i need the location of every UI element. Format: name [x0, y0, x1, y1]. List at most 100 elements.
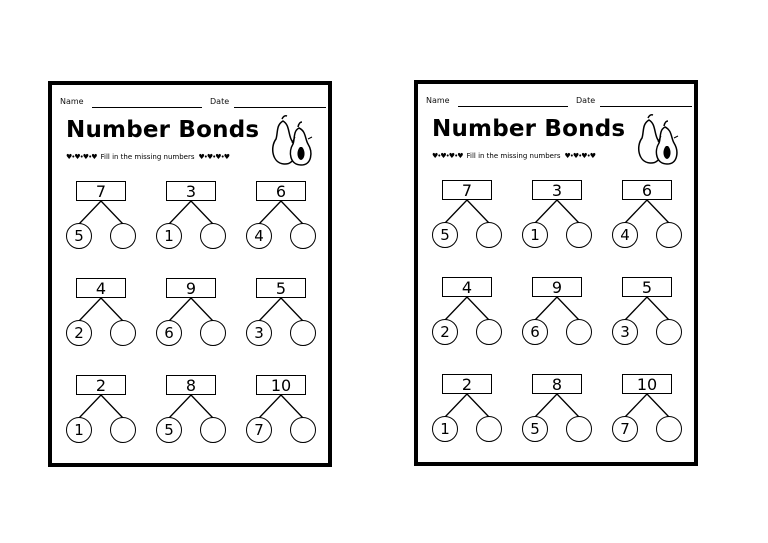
- part-circle-blank[interactable]: [656, 319, 682, 345]
- number-bond: 7 5: [432, 180, 502, 252]
- part-circle-given: 3: [246, 320, 272, 346]
- heart-border-right: ♥•♥•♥•♥: [564, 152, 595, 160]
- part-circle-given: 1: [522, 222, 548, 248]
- name-date-row: Name Date: [60, 95, 326, 109]
- number-bond: 8 5: [156, 375, 226, 447]
- instruction-row: ♥•♥•♥•♥ Fill in the missing numbers ♥•♥•…: [432, 150, 596, 162]
- part-circle-blank[interactable]: [110, 320, 136, 346]
- bond-connector-lines: [78, 297, 124, 322]
- part-circle-given: 7: [246, 417, 272, 443]
- part-circle-blank[interactable]: [656, 416, 682, 442]
- part-circle-given: 6: [156, 320, 182, 346]
- whole-number-box: 8: [166, 375, 216, 395]
- bond-connector-lines: [78, 394, 124, 419]
- whole-number-box: 8: [532, 374, 582, 394]
- whole-number-box: 6: [256, 181, 306, 201]
- worksheet-title: Number Bonds: [432, 116, 626, 142]
- part-circle-blank[interactable]: [110, 223, 136, 249]
- part-circle-blank[interactable]: [566, 416, 592, 442]
- number-bond: 9 6: [156, 278, 226, 350]
- number-bond: 5 3: [246, 278, 316, 350]
- date-label: Date: [576, 96, 596, 105]
- name-field[interactable]: [458, 106, 568, 107]
- date-label: Date: [210, 97, 230, 106]
- part-circle-given: 5: [522, 416, 548, 442]
- number-bond: 10 7: [612, 374, 682, 446]
- whole-number-box: 7: [76, 181, 126, 201]
- number-bond: 7 5: [66, 181, 136, 253]
- part-circle-given: 3: [612, 319, 638, 345]
- part-circle-blank[interactable]: [110, 417, 136, 443]
- number-bond: 4 2: [66, 278, 136, 350]
- pear-icon: [268, 113, 314, 167]
- pear-icon: [634, 112, 680, 166]
- number-bond: 2 1: [432, 374, 502, 446]
- number-bond: 6 4: [246, 181, 316, 253]
- part-circle-given: 5: [156, 417, 182, 443]
- bond-connector-lines: [168, 297, 214, 322]
- whole-number-box: 3: [532, 180, 582, 200]
- whole-number-box: 7: [442, 180, 492, 200]
- part-circle-given: 6: [522, 319, 548, 345]
- part-circle-blank[interactable]: [200, 320, 226, 346]
- number-bond: 10 7: [246, 375, 316, 447]
- whole-number-box: 4: [442, 277, 492, 297]
- bond-connector-lines: [444, 199, 490, 224]
- worksheet-title: Number Bonds: [66, 117, 260, 143]
- bond-connector-lines: [534, 199, 580, 224]
- part-circle-given: 4: [246, 223, 272, 249]
- number-bond: 9 6: [522, 277, 592, 349]
- part-circle-given: 2: [432, 319, 458, 345]
- part-circle-blank[interactable]: [200, 417, 226, 443]
- whole-number-box: 3: [166, 181, 216, 201]
- heart-border-left: ♥•♥•♥•♥: [66, 153, 97, 161]
- part-circle-blank[interactable]: [200, 223, 226, 249]
- bond-connector-lines: [258, 297, 304, 322]
- part-circle-blank[interactable]: [290, 223, 316, 249]
- part-circle-given: 1: [66, 417, 92, 443]
- instruction-text: Fill in the missing numbers: [100, 153, 195, 161]
- number-bond: 3 1: [522, 180, 592, 252]
- part-circle-blank[interactable]: [290, 320, 316, 346]
- whole-number-box: 10: [622, 374, 672, 394]
- number-bond: 5 3: [612, 277, 682, 349]
- part-circle-blank[interactable]: [290, 417, 316, 443]
- number-bond: 3 1: [156, 181, 226, 253]
- whole-number-box: 5: [622, 277, 672, 297]
- bond-connector-lines: [534, 393, 580, 418]
- part-circle-given: 4: [612, 222, 638, 248]
- part-circle-blank[interactable]: [476, 222, 502, 248]
- bond-connector-lines: [624, 296, 670, 321]
- part-circle-blank[interactable]: [476, 319, 502, 345]
- bond-connector-lines: [258, 394, 304, 419]
- part-circle-blank[interactable]: [656, 222, 682, 248]
- part-circle-given: 1: [156, 223, 182, 249]
- date-field[interactable]: [234, 107, 326, 108]
- bond-connector-lines: [258, 200, 304, 225]
- heart-border-left: ♥•♥•♥•♥: [432, 152, 463, 160]
- name-label: Name: [60, 97, 84, 106]
- bond-connector-lines: [444, 296, 490, 321]
- part-circle-given: 2: [66, 320, 92, 346]
- name-label: Name: [426, 96, 450, 105]
- number-bond: 4 2: [432, 277, 502, 349]
- part-circle-blank[interactable]: [566, 319, 592, 345]
- worksheet-left: Name Date Number Bonds ♥•♥•♥•♥ Fill in t…: [48, 81, 332, 467]
- part-circle-blank[interactable]: [566, 222, 592, 248]
- number-bond: 8 5: [522, 374, 592, 446]
- bond-connector-lines: [624, 393, 670, 418]
- whole-number-box: 4: [76, 278, 126, 298]
- instruction-row: ♥•♥•♥•♥ Fill in the missing numbers ♥•♥•…: [66, 151, 230, 163]
- part-circle-given: 1: [432, 416, 458, 442]
- part-circle-blank[interactable]: [476, 416, 502, 442]
- date-field[interactable]: [600, 106, 692, 107]
- name-field[interactable]: [92, 107, 202, 108]
- number-bond: 6 4: [612, 180, 682, 252]
- whole-number-box: 9: [532, 277, 582, 297]
- whole-number-box: 10: [256, 375, 306, 395]
- worksheet-right: Name Date Number Bonds ♥•♥•♥•♥ Fill in t…: [414, 80, 698, 466]
- bond-connector-lines: [444, 393, 490, 418]
- name-date-row: Name Date: [426, 94, 692, 108]
- part-circle-given: 5: [432, 222, 458, 248]
- whole-number-box: 6: [622, 180, 672, 200]
